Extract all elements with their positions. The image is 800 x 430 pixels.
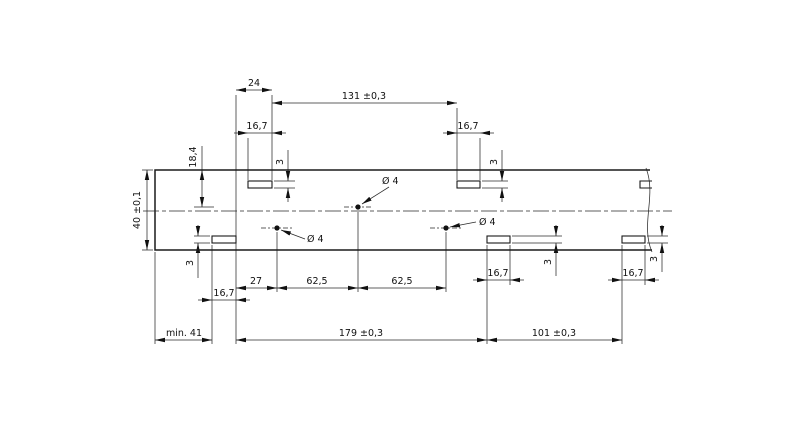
dim-label-625-1: 62,5: [306, 276, 327, 287]
dim-label-179: 179 ±0,3: [339, 328, 383, 339]
dim-label-167-b2: 16,7: [487, 268, 508, 279]
slot-top-1: [247, 180, 273, 189]
part-outline: [143, 167, 672, 253]
holes: [261, 204, 462, 231]
slot-top-2: [456, 180, 481, 189]
dim-label-131: 131 ±0,3: [342, 91, 386, 102]
dim-label-3-b1: 3: [185, 260, 196, 266]
dimension-lines: [144, 87, 665, 343]
slot-bottom-2: [486, 235, 511, 244]
dim-label-3-b3: 3: [649, 256, 660, 262]
dim-label-3-t1: 3: [275, 159, 286, 165]
hole-b: [355, 204, 361, 210]
dim-label-24: 24: [248, 78, 260, 89]
hole-c: [443, 225, 449, 231]
dim-label-184: 18,4: [188, 146, 199, 167]
dim-label-dia-a: Ø 4: [307, 234, 324, 245]
extension-lines: [142, 95, 668, 344]
dim-label-dia-b: Ø 4: [382, 176, 399, 187]
dim-label-min41: min. 41: [166, 328, 202, 339]
dim-label-101: 101 ±0,3: [532, 328, 576, 339]
slot-bottom-3: [621, 235, 646, 244]
dim-label-625-2: 62,5: [391, 276, 412, 287]
slot-bottom-1: [211, 235, 237, 244]
dim-label-dia-c: Ø 4: [479, 217, 496, 228]
dim-label-3-b2: 3: [543, 259, 554, 265]
dim-label-167-t1: 16,7: [246, 121, 267, 132]
break-line: [645, 167, 653, 253]
dim-label-167-t2: 16,7: [457, 121, 478, 132]
leader-lines: [280, 186, 477, 240]
dim-label-40: 40 ±0,1: [132, 191, 143, 229]
hole-a: [274, 225, 280, 231]
dim-label-3-t2: 3: [489, 159, 500, 165]
dim-label-167-b1: 16,7: [213, 288, 234, 299]
dimension-labels: 24 131 ±0,3 16,7 16,7 3 3 18,4 40 ±0,1 Ø…: [132, 78, 660, 339]
dim-label-167-b3: 16,7: [622, 268, 643, 279]
slots: [211, 180, 652, 244]
dim-label-27: 27: [250, 276, 262, 287]
slot-top-3-partial: [639, 180, 652, 189]
